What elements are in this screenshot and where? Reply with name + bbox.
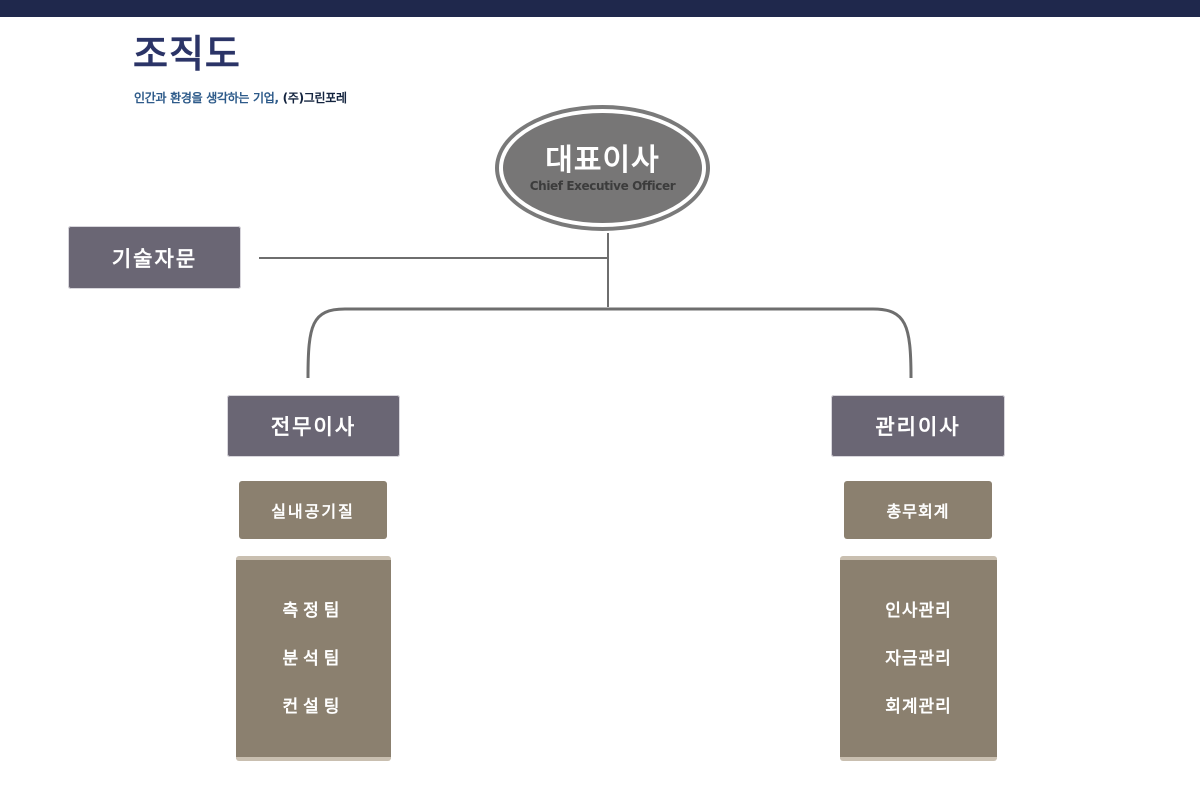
subtitle-text: 인간과 환경을 생각하는 기업,: [134, 91, 279, 105]
ceo-title: 대표이사: [545, 142, 660, 178]
left-teams-node: 측정팀 분석팀 컨설팅: [236, 556, 391, 761]
right-teams-node: 인사관리 자금관리 회계관리: [840, 556, 997, 761]
ceo-subtitle: Chief Executive Officer: [529, 178, 676, 193]
team-analysis: 분석팀: [282, 648, 345, 669]
team-consulting: 컨설팅: [282, 696, 345, 717]
executive-director-node: 전무이사: [227, 395, 400, 457]
company-name: (주)그린포레: [282, 91, 347, 105]
branch-bracket: [306, 307, 913, 379]
team-measurement: 측정팀: [282, 600, 345, 621]
advisor-node: 기술자문: [68, 226, 241, 289]
page-title: 조직도: [133, 32, 241, 76]
ceo-node-fill: 대표이사 Chief Executive Officer: [503, 113, 702, 223]
ceo-node: 대표이사 Chief Executive Officer: [495, 105, 710, 231]
team-funds: 자금관리: [885, 648, 952, 669]
managing-director-node: 관리이사: [831, 395, 1005, 457]
top-bar: [0, 0, 1200, 17]
general-accounting-dept-node: 총무회계: [844, 481, 992, 539]
team-accounting: 회계관리: [885, 696, 952, 717]
indoor-air-dept-node: 실내공기질: [239, 481, 387, 539]
team-hr: 인사관리: [885, 600, 952, 621]
page-subtitle: 인간과 환경을 생각하는 기업, (주)그린포레: [134, 89, 347, 106]
